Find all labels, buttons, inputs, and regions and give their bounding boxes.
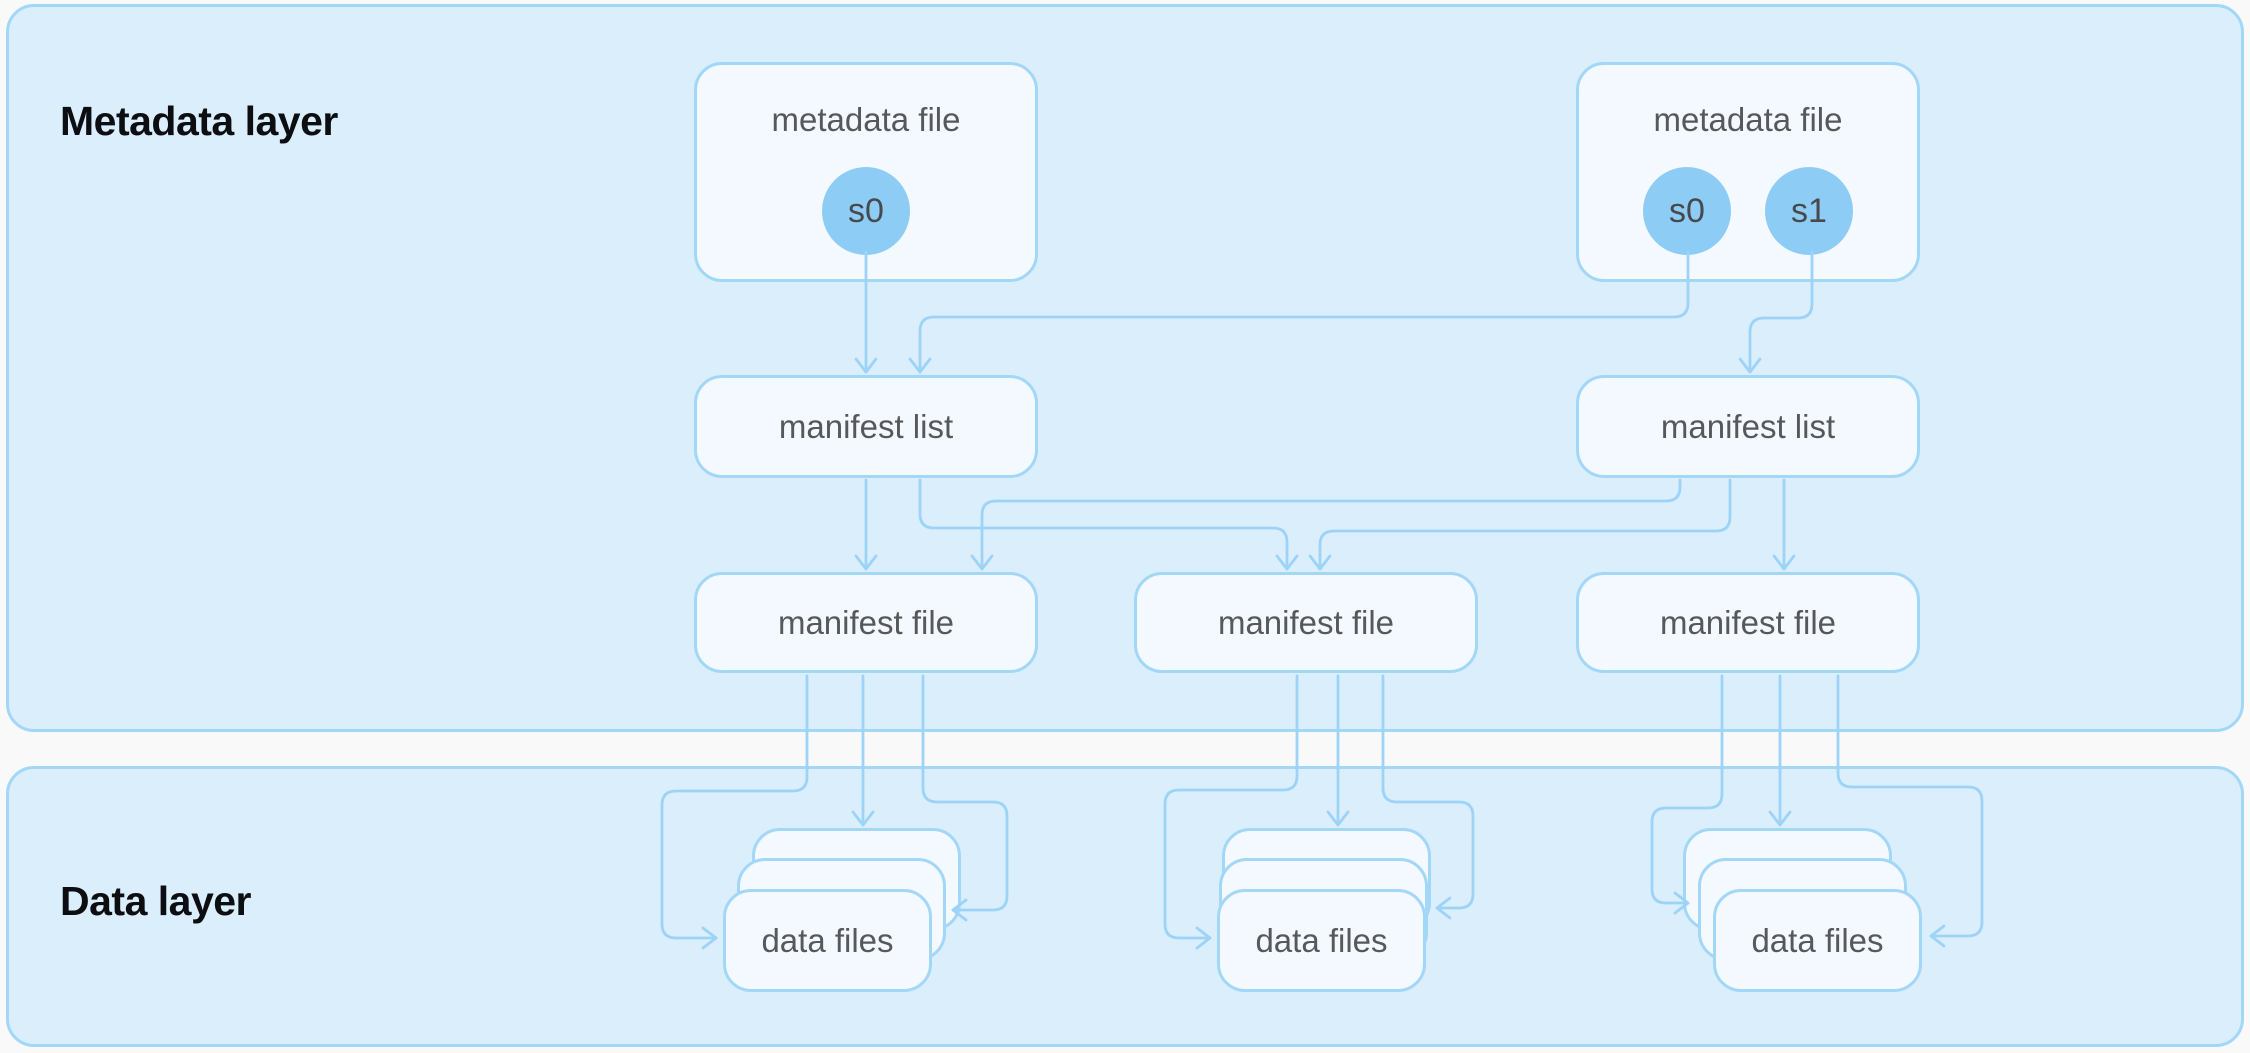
node-metadata-file-1: metadata file s0 xyxy=(694,62,1038,282)
snapshot-row: s0 s1 xyxy=(1579,167,1917,255)
node-manifest-list-1: manifest list xyxy=(694,375,1038,478)
node-label: metadata file xyxy=(1653,101,1843,138)
node-label: data files xyxy=(761,921,894,959)
snapshot-circle-s1: s1 xyxy=(1765,167,1853,255)
node-manifest-file-3: manifest file xyxy=(1576,572,1920,673)
snapshot-row: s0 xyxy=(697,167,1035,255)
node-manifest-file-2: manifest file xyxy=(1134,572,1478,673)
node-manifest-list-2: manifest list xyxy=(1576,375,1920,478)
node-data-files-1: data files xyxy=(723,889,932,992)
node-label: metadata file xyxy=(771,101,961,138)
node-label: data files xyxy=(1255,921,1388,959)
node-label: data files xyxy=(1751,921,1884,959)
node-label: manifest list xyxy=(1660,407,1836,445)
node-label: manifest list xyxy=(778,407,954,445)
node-label: manifest file xyxy=(1659,603,1837,641)
node-label: manifest file xyxy=(1217,603,1395,641)
snapshot-circle-s0: s0 xyxy=(822,167,910,255)
metadata-layer-title: Metadata layer xyxy=(60,98,338,145)
node-data-files-3: data files xyxy=(1713,889,1922,992)
node-manifest-file-1: manifest file xyxy=(694,572,1038,673)
snapshot-circle-s0: s0 xyxy=(1643,167,1731,255)
node-label: manifest file xyxy=(777,603,955,641)
node-metadata-file-2: metadata file s0 s1 xyxy=(1576,62,1920,282)
data-layer-title: Data layer xyxy=(60,878,252,925)
node-data-files-2: data files xyxy=(1217,889,1426,992)
